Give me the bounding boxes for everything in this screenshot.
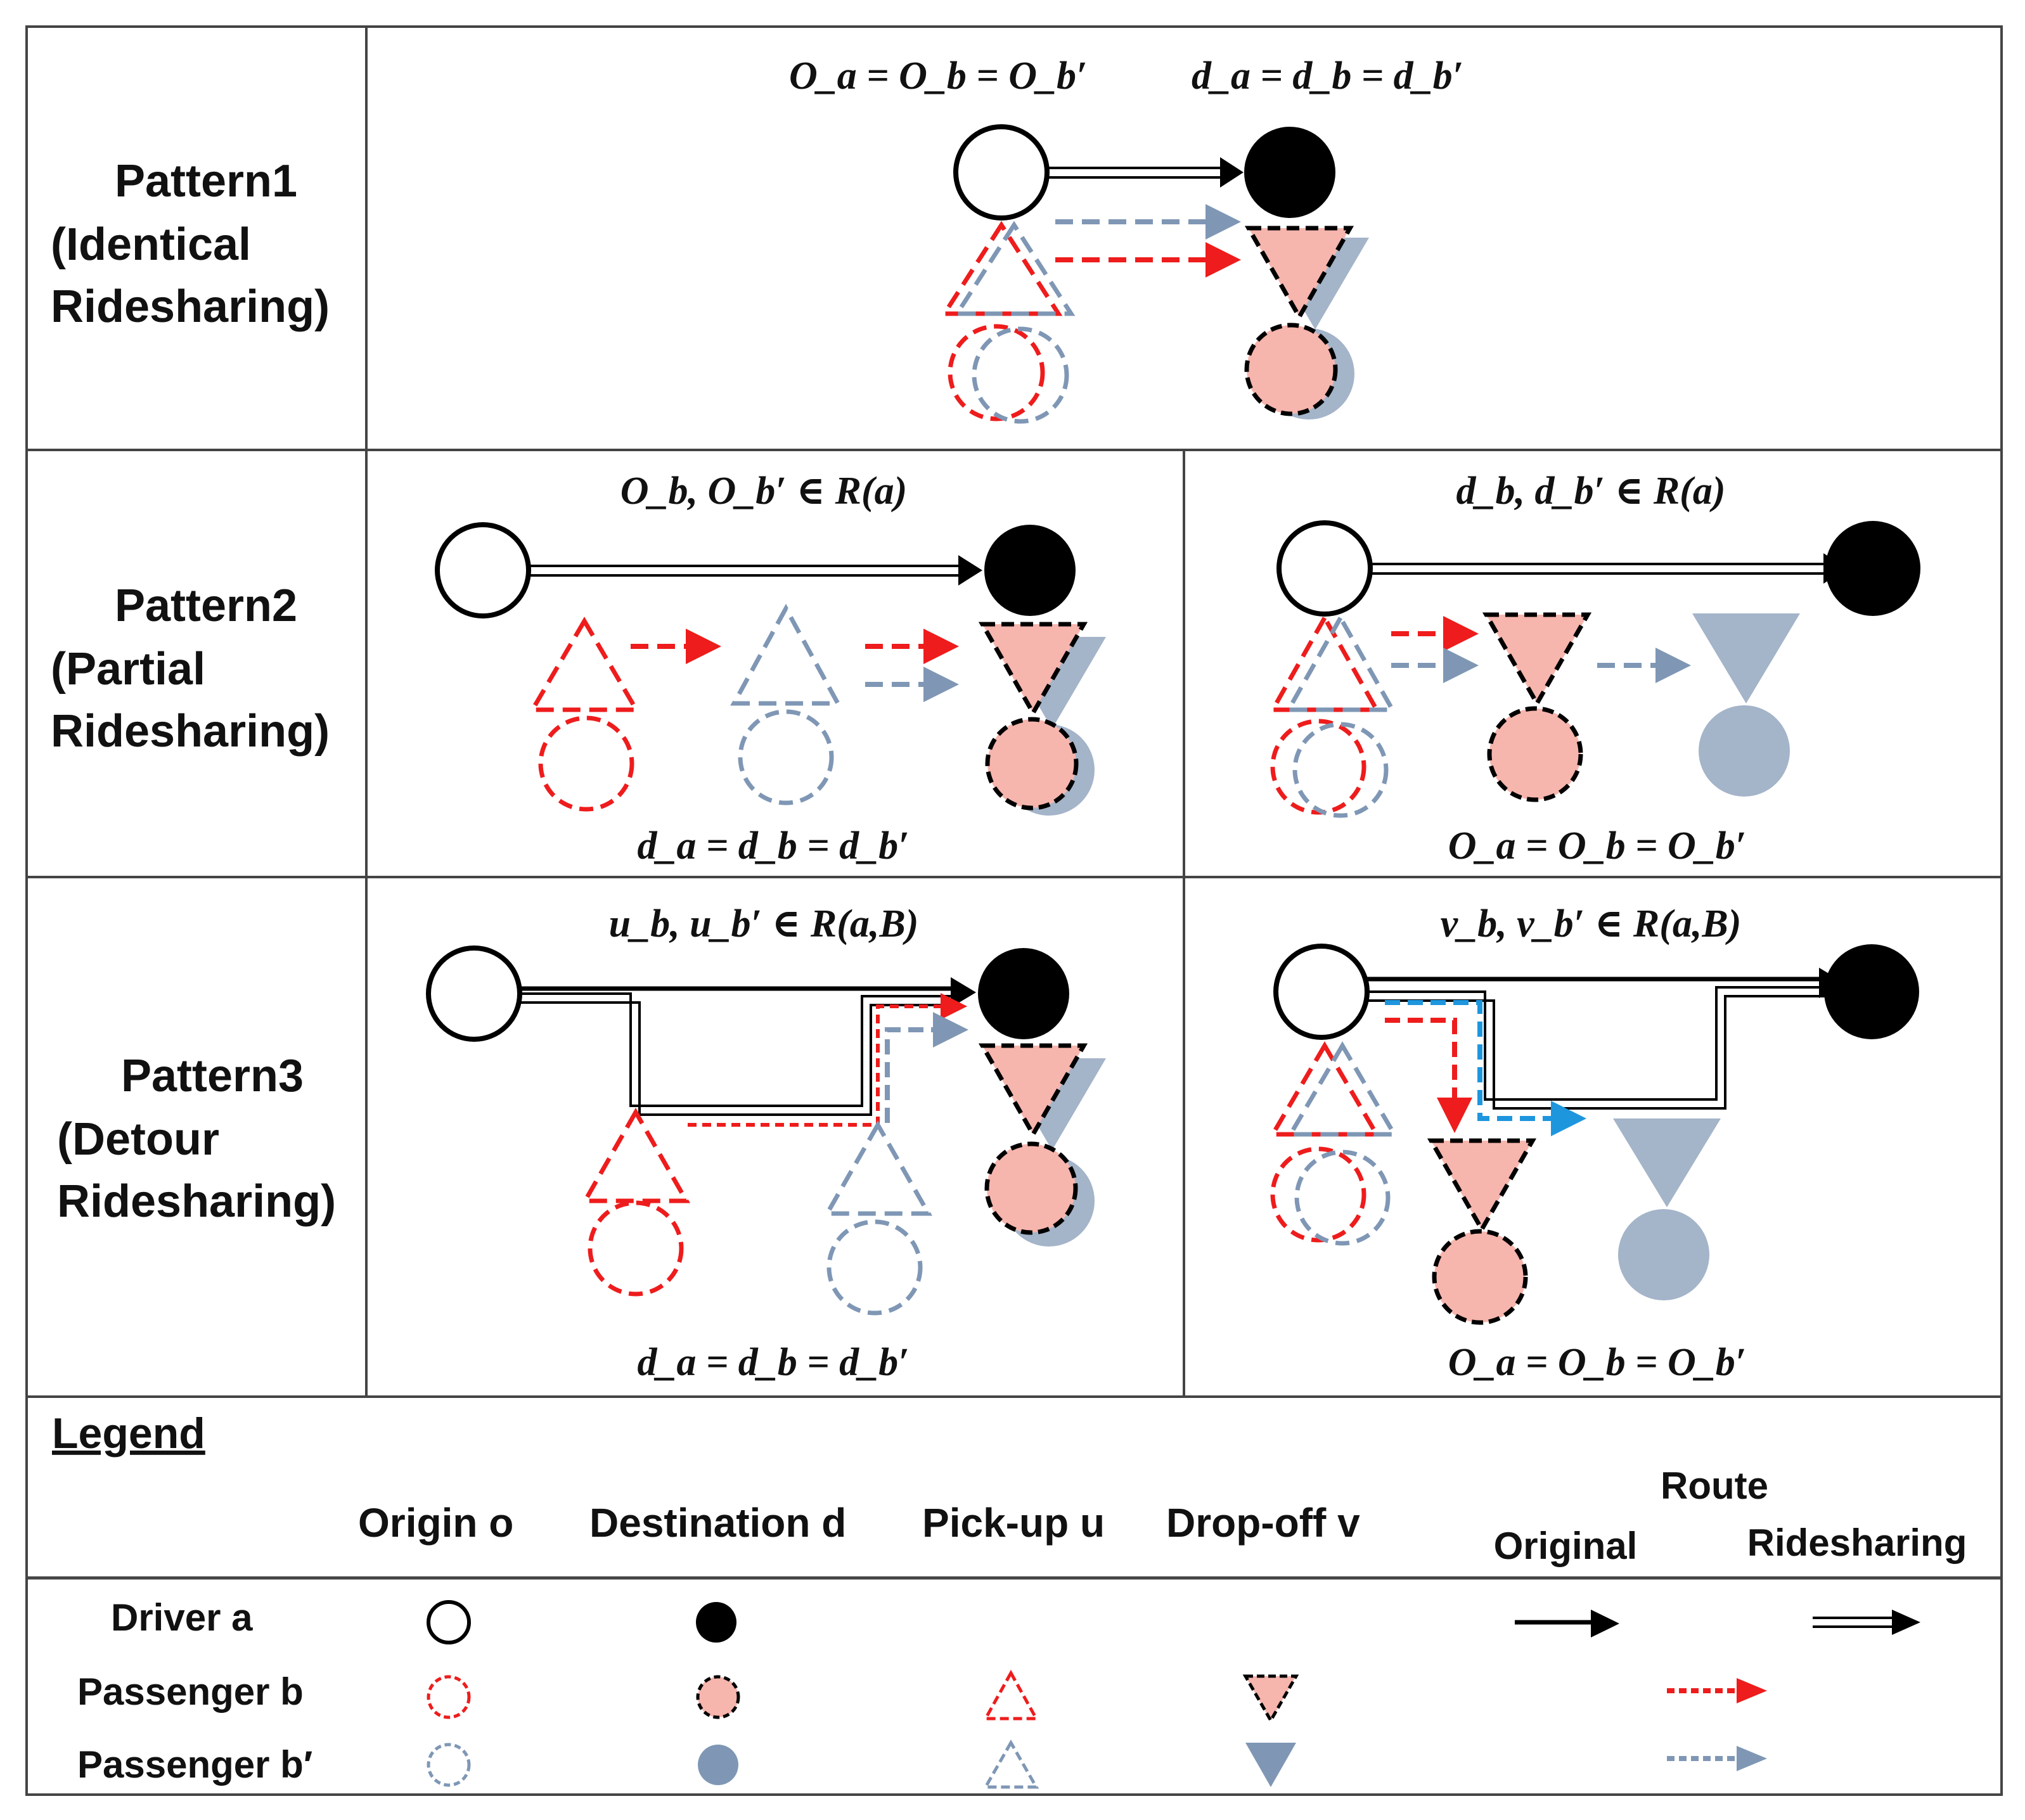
legend-row-driver: Driver a [111,1596,253,1639]
legend-row-passenger-b2: Passenger b′ [77,1743,312,1786]
legend-col-original: Original [1494,1525,1638,1567]
p1-passenger-b-dropoff [1244,226,1354,322]
p2a-passenger-b2-pickup [730,603,842,706]
row-label-pattern1: Pattern1 (Identical Ridesharing) [51,156,330,332]
p2a-passenger-b-destination [985,717,1079,811]
legend-title: Legend [52,1409,205,1458]
p2b-driver-destination [1825,521,1920,616]
legend-col-origin: Origin o [358,1500,513,1546]
pattern3-title: Pattern3 [121,1051,304,1101]
legend-col-dropoff: Drop-off v [1166,1500,1360,1546]
pattern2-title: Pattern2 [115,580,297,631]
p2a-passenger-b-pickup [528,617,641,712]
pattern1-title: Pattern1 [115,156,297,207]
legend: Legend Origin o Destination d Pick-up u … [52,1409,1967,1789]
legend-ridesharing-route-icon [1892,1610,1920,1635]
panel-pattern2-left: O_b, O_b′ ∈ R(a) d_a = d_b = d_b′ [435,470,1106,868]
legend-passenger-b2-route-icon [1737,1746,1767,1771]
panel-pattern3-left: u_b, u_b′ ∈ R(a,B) d_a = d_b = d_b′ [426,902,1106,1384]
legend-row-passenger-b: Passenger b [77,1670,304,1713]
legend-driver-destination-icon [696,1602,736,1643]
row-label-pattern3: Pattern3 (Detour Ridesharing) [57,1051,336,1227]
p1-driver-origin [953,124,1050,221]
p1-passenger-b2-pickup [953,221,1076,316]
p2a-eq-bottom: d_a = d_b = d_b′ [637,824,909,868]
pattern2-subtitle-2: Ridesharing) [51,706,330,757]
pattern3-subtitle-2: Ridesharing) [57,1176,336,1227]
legend-passenger-b-route-icon [1737,1678,1767,1703]
panel-pattern2-right: d_b, d_b′ ∈ R(a) O_a = O_b = O_b′ [1268,470,1920,868]
p2a-passenger-b2-origin [738,709,834,805]
pattern1-subtitle-1: (Identical [51,219,251,270]
legend-original-route-icon [1591,1610,1619,1637]
legend-col-ridesharing: Ridesharing [1747,1522,1967,1564]
row-label-pattern2: Pattern2 (Partial Ridesharing) [51,580,330,757]
legend-passenger-b-pickup-icon [982,1669,1039,1721]
p1-passenger-b2-origin [972,326,1069,424]
legend-col-destination: Destination d [589,1500,846,1546]
p2a-passenger-b-origin [538,715,634,812]
legend-passenger-b2-pickup-icon [982,1739,1039,1789]
table-grid [25,25,2003,1796]
p2b-eq-bottom: O_a = O_b = O_b′ [1448,824,1746,868]
p2a-driver-destination [984,525,1076,616]
p2a-driver-origin [435,522,531,618]
p1-passenger-b-origin [948,324,1045,421]
pattern1-subtitle-2: Ridesharing) [51,281,330,332]
p3b-eq-top: v_b, v_b′ ∈ R(a,B) [1441,902,1742,945]
p3a-eq-bottom: d_a = d_b = d_b′ [637,1341,909,1384]
p2b-driver-origin [1276,520,1373,617]
p1-eq-dest: d_a = d_b = d_b′ [1192,54,1463,98]
pattern3-subtitle-1: (Detour [57,1114,219,1165]
legend-col-pickup: Pick-up u [922,1500,1105,1546]
legend-passenger-b-destination-icon [696,1675,740,1719]
legend-passenger-b2-destination-icon [698,1745,738,1785]
p3a-eq-top: u_b, u_b′ ∈ R(a,B) [609,902,919,945]
p2a-eq-top: O_b, O_b′ ∈ R(a) [620,470,908,513]
legend-passenger-b2-origin-icon [427,1743,471,1787]
pattern2-subtitle-1: (Partial [51,644,205,695]
legend-passenger-b-origin-icon [427,1675,471,1719]
p1-eq-origin: O_a = O_b = O_b′ [789,54,1087,98]
p1-driver-route-arrowhead [1220,157,1244,188]
legend-passenger-b2-dropoff-icon [1245,1743,1296,1787]
legend-col-route: Route [1661,1464,1768,1507]
panel-pattern3-right: v_b, v_b′ ∈ R(a,B) O_a = O_b = O_b′ [1268,902,1919,1384]
legend-passenger-b-dropoff-icon [1242,1674,1299,1724]
p2a-passenger-b-dropoff [978,622,1088,718]
p2b-eq-top: d_b, d_b′ ∈ R(a) [1456,470,1726,513]
panel-pattern1: O_a = O_b = O_b′ d_a = d_b = d_b′ [789,54,1463,424]
p1-passenger-b-destination [1244,323,1338,416]
p3b-eq-bottom: O_a = O_b = O_b′ [1448,1341,1746,1384]
p1-driver-destination [1244,127,1335,218]
legend-driver-origin-icon [427,1600,471,1644]
